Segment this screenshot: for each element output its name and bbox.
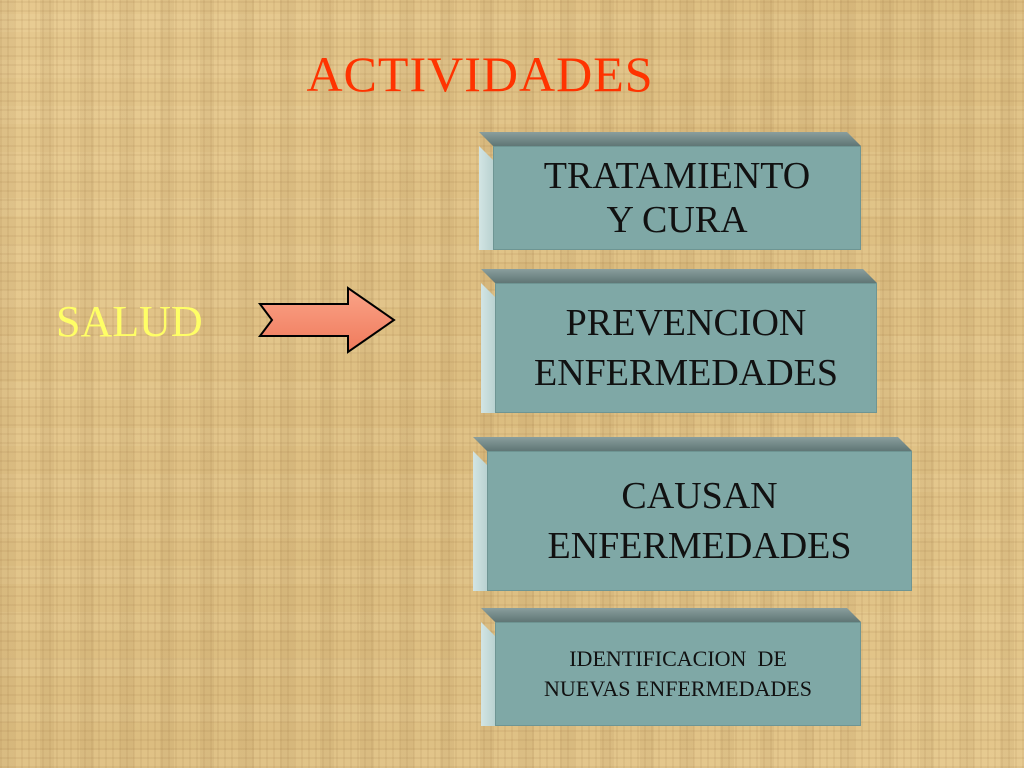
box-tratamiento: TRATAMIENTO Y CURA (493, 146, 861, 250)
box-identificacion: IDENTIFICACION DE NUEVAS ENFERMEDADES (495, 622, 861, 726)
box-causan-line2: ENFERMEDADES (547, 525, 852, 567)
salud-label: SALUD (56, 297, 203, 346)
box-identificacion-line1: IDENTIFICACION DE (569, 646, 787, 671)
box-causan-line1: CAUSAN (621, 475, 778, 517)
box-causan: CAUSAN ENFERMEDADES (487, 451, 912, 591)
box-prevencion: PREVENCION ENFERMEDADES (495, 283, 877, 413)
box-identificacion-text: IDENTIFICACION DE NUEVAS ENFERMEDADES (495, 622, 861, 726)
right-arrow-icon (258, 286, 396, 354)
box-identificacion-line2: NUEVAS ENFERMEDADES (544, 676, 812, 701)
box-prevencion-text: PREVENCION ENFERMEDADES (495, 283, 877, 413)
box-tratamiento-line2: Y CURA (606, 199, 748, 241)
slide-title: ACTIVIDADES (306, 46, 654, 102)
box-prevencion-line1: PREVENCION (565, 302, 807, 344)
box-causan-text: CAUSAN ENFERMEDADES (487, 451, 912, 591)
box-prevencion-line2: ENFERMEDADES (533, 352, 839, 394)
box-tratamiento-text: TRATAMIENTO Y CURA (493, 146, 861, 250)
box-tratamiento-line1: TRATAMIENTO (543, 155, 811, 197)
